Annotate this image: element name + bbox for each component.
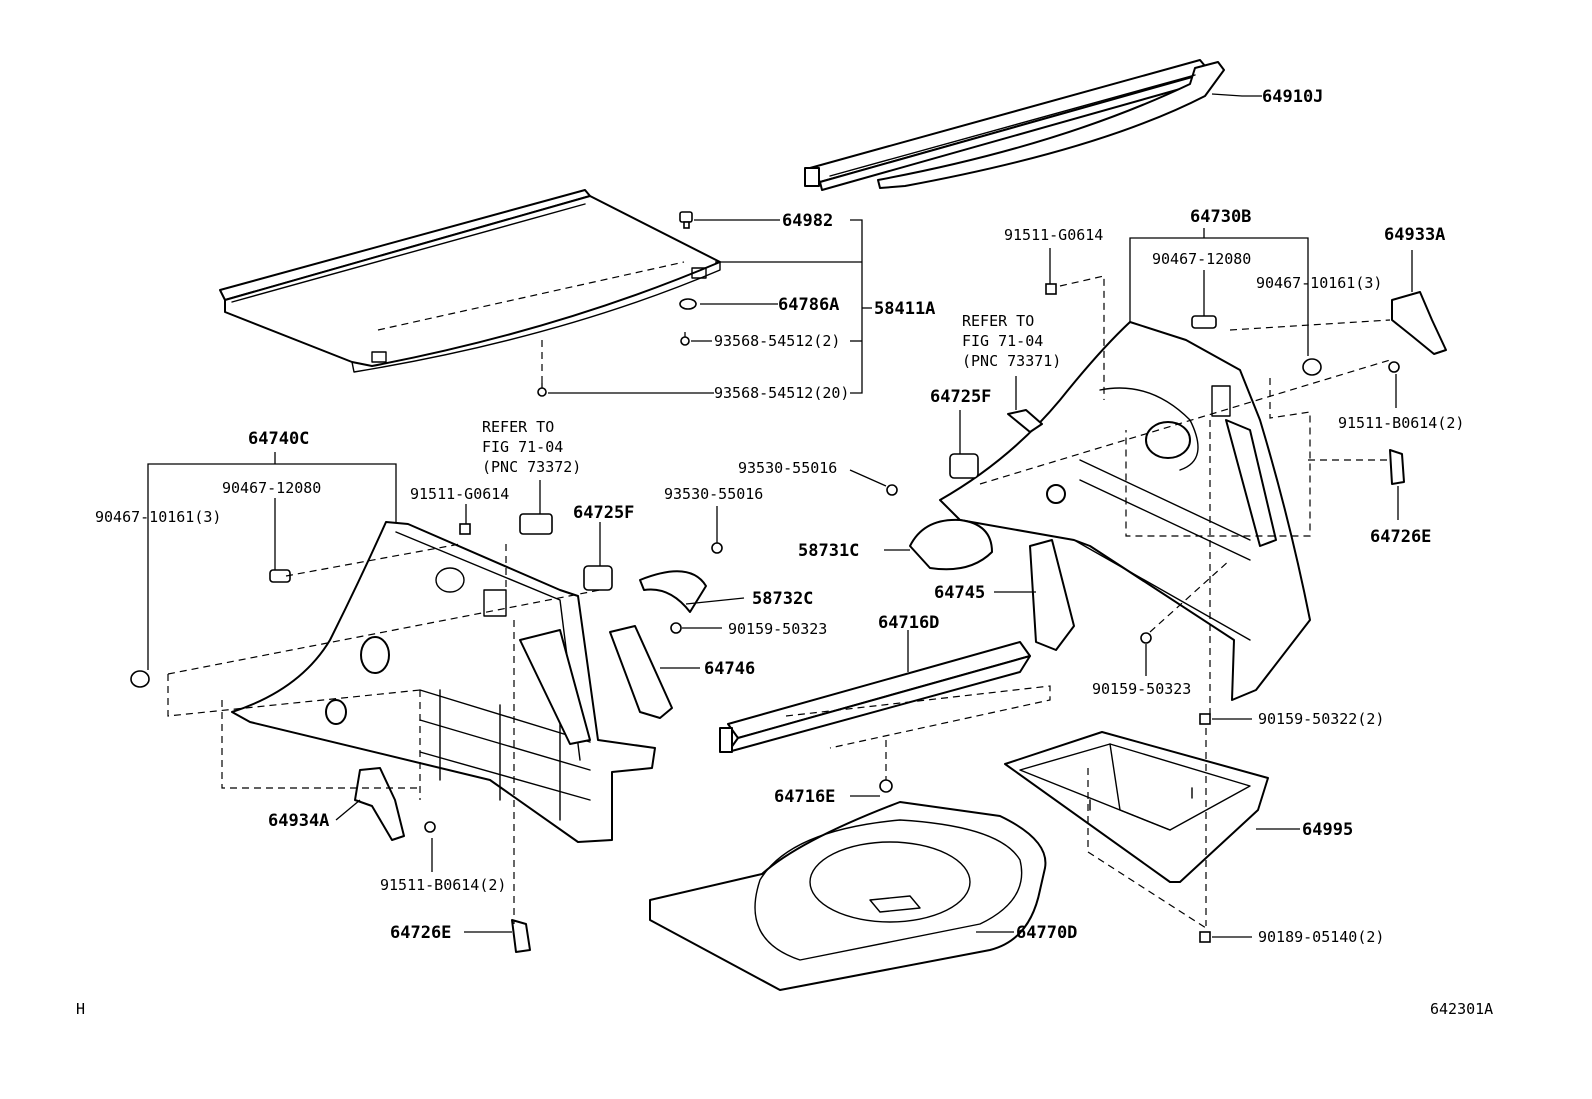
clip-64726E-icon <box>1389 449 1405 485</box>
clip-64725F-icon <box>583 565 613 591</box>
clip-64726E-icon <box>511 919 531 953</box>
screw-icon <box>1045 283 1057 295</box>
label-64740C: 64740C <box>248 429 309 449</box>
label-64726E-left: 64726E <box>390 923 451 943</box>
label-90467-10161-left: 90467-10161(3) <box>95 508 221 526</box>
trim-64745-icon <box>1029 539 1075 651</box>
label-91511-B0614-right: 91511-B0614(2) <box>1338 414 1464 432</box>
cover-58732C-icon <box>639 570 707 613</box>
refer-left-line-2: FIG 71-04 <box>482 438 563 456</box>
label-58411A: 58411A <box>874 299 935 319</box>
label-90159-50323-left: 90159-50323 <box>728 620 827 638</box>
corner-mark: H <box>76 1000 85 1018</box>
refer-right-line-2: FIG 71-04 <box>962 332 1043 350</box>
refer-right-line-3: (PNC 73371) <box>962 352 1061 370</box>
clip-icon <box>269 569 291 583</box>
clip-64982-icon <box>679 211 693 223</box>
screw-icon <box>459 523 471 535</box>
label-64730B: 64730B <box>1190 207 1251 227</box>
spare-tire-tray-part[interactable] <box>649 801 1047 991</box>
bracket-64933A-icon <box>1391 291 1447 355</box>
label-64716D: 64716D <box>878 613 939 633</box>
label-93530-right: 93530-55016 <box>738 459 837 477</box>
screw-icon <box>711 542 723 554</box>
label-90159-50322: 90159-50322(2) <box>1258 710 1384 728</box>
clip-73372-icon <box>519 513 553 535</box>
screw-icon <box>424 821 436 833</box>
label-64933A: 64933A <box>1384 225 1445 245</box>
left-quarter-trim-part[interactable] <box>231 521 656 843</box>
label-64725F-right: 64725F <box>930 387 991 407</box>
clip-64725F-icon <box>949 453 979 479</box>
screw-icon <box>886 484 898 496</box>
screw-icon <box>1388 361 1400 373</box>
label-64995: 64995 <box>1302 820 1353 840</box>
clip-icon <box>1191 315 1217 329</box>
label-93530-left: 93530-55016 <box>664 485 763 503</box>
clip-73371-icon <box>1007 409 1043 433</box>
tonneau-cover-part[interactable] <box>804 59 1225 191</box>
label-93568-2: 93568-54512(2) <box>714 332 840 350</box>
clip-64786A-icon <box>679 298 697 310</box>
label-91511-B0614-left: 91511-B0614(2) <box>380 876 506 894</box>
label-64725F-left: 64725F <box>573 503 634 523</box>
label-90159-50323-right: 90159-50323 <box>1092 680 1191 698</box>
label-64910J: 64910J <box>1262 87 1323 107</box>
label-90467-12080-right: 90467-12080 <box>1152 250 1251 268</box>
label-58731C: 58731C <box>798 541 859 561</box>
cover-58731C-icon <box>909 518 993 571</box>
refer-left-line-3: (PNC 73372) <box>482 458 581 476</box>
label-64934A: 64934A <box>268 811 329 831</box>
refer-right-line-1: REFER TO <box>962 312 1034 330</box>
refer-left-line-1: REFER TO <box>482 418 554 436</box>
screw-icon <box>879 779 893 793</box>
clip-icon <box>130 670 150 688</box>
figure-id: 642301A <box>1430 1000 1493 1018</box>
right-quarter-trim-part[interactable] <box>939 321 1311 701</box>
screw-icon <box>1199 713 1211 725</box>
label-93568-20: 93568-54512(20) <box>714 384 849 402</box>
label-64716E: 64716E <box>774 787 835 807</box>
label-64746: 64746 <box>704 659 755 679</box>
label-90189-05140: 90189-05140(2) <box>1258 928 1384 946</box>
clip-icon <box>1302 358 1322 376</box>
label-64745: 64745 <box>934 583 985 603</box>
trim-64746-icon <box>609 625 673 719</box>
label-91511-G0614-right: 91511-G0614 <box>1004 226 1103 244</box>
label-90467-10161-right: 90467-10161(3) <box>1256 274 1382 292</box>
label-64726E-right: 64726E <box>1370 527 1431 547</box>
bracket-64934A-icon <box>354 767 405 841</box>
label-64786A: 64786A <box>778 295 839 315</box>
label-58732C: 58732C <box>752 589 813 609</box>
screw-icon <box>680 336 690 346</box>
screw-icon <box>537 387 547 397</box>
label-90467-12080-left: 90467-12080 <box>222 479 321 497</box>
storage-box-part[interactable] <box>1004 731 1269 883</box>
label-64982: 64982 <box>782 211 833 231</box>
label-91511-G0614-left: 91511-G0614 <box>410 485 509 503</box>
screw-icon <box>670 622 682 634</box>
screw-icon <box>1140 632 1152 644</box>
screw-icon <box>1199 931 1211 943</box>
label-64770D: 64770D <box>1016 923 1077 943</box>
package-tray-part[interactable] <box>219 189 721 373</box>
sill-plate-part[interactable] <box>719 641 1031 753</box>
